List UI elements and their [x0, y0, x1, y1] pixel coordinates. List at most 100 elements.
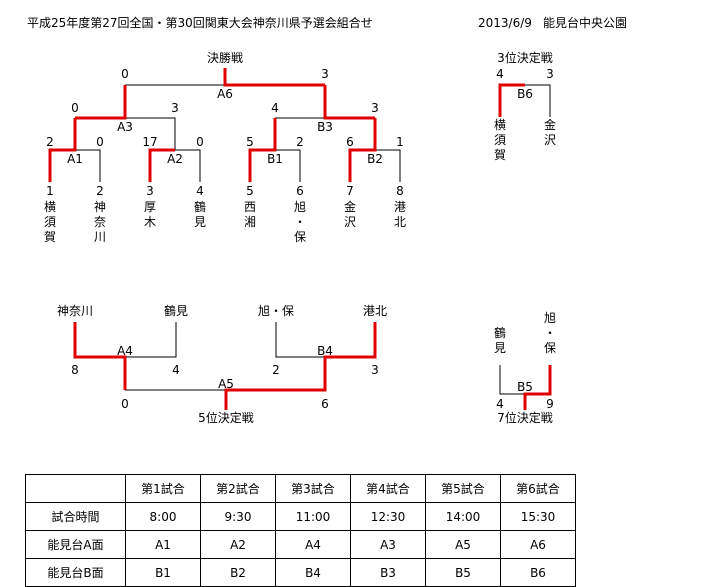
winner-line	[248, 118, 277, 182]
table-header: 第4試合	[350, 474, 426, 503]
score: 17	[142, 135, 158, 149]
table-cell: B3	[350, 558, 426, 587]
game-label: B1	[267, 152, 283, 166]
score: 4	[271, 101, 279, 115]
table-cell: B4	[275, 558, 351, 587]
loser-line	[125, 117, 176, 150]
team-name: 金沢	[343, 200, 356, 229]
table-cell: B6	[500, 558, 576, 587]
winner-line	[75, 85, 127, 120]
table-cell: 12:30	[350, 502, 426, 531]
page-title: 平成25年度第27回全国・第30回関東大会神奈川県予選会組合せ	[27, 16, 373, 30]
table-cell: 15:30	[500, 502, 576, 531]
team-name: 港北	[362, 304, 387, 318]
match-date: 2013/6/9	[478, 16, 532, 30]
team-name: 旭・保	[543, 311, 556, 355]
table-cell	[25, 474, 126, 503]
table-header-row: 第1試合 第2試合 第3試合 第4試合 第5試合 第6試合	[25, 474, 576, 503]
score: 0	[96, 135, 104, 149]
score: 8	[71, 363, 79, 377]
table-cell: 14:00	[425, 502, 501, 531]
score: 2	[46, 135, 54, 149]
winner-line	[224, 322, 377, 410]
score: 6	[321, 397, 329, 411]
score: 4	[496, 397, 504, 411]
score: 4	[496, 67, 504, 81]
team-name: 金沢	[543, 118, 556, 147]
score: 1	[396, 135, 404, 149]
game-label: A3	[117, 120, 133, 134]
table-header: 第6試合	[500, 474, 576, 503]
game-label: B4	[317, 344, 333, 358]
score: 3	[546, 67, 554, 81]
game-label: A1	[67, 152, 83, 166]
score: 0	[71, 101, 79, 115]
third-place-label: 3位決定戦	[497, 51, 553, 65]
game-label: B5	[517, 380, 533, 394]
table-cell: A4	[275, 530, 351, 559]
score: 2	[296, 135, 304, 149]
score: 4	[172, 363, 180, 377]
table-row: 能見台A面 A1 A2 A4 A3 A5 A6	[25, 530, 576, 559]
table-cell: A6	[500, 530, 576, 559]
score: 0	[121, 397, 129, 411]
table-cell: 8:00	[125, 502, 201, 531]
game-label: A2	[167, 152, 183, 166]
seed-number: 6	[296, 184, 304, 198]
score: 3	[371, 363, 379, 377]
score: 3	[371, 101, 379, 115]
team-name: 神奈川	[56, 304, 93, 318]
table-cell: 11:00	[275, 502, 351, 531]
seed-number: 1	[46, 184, 54, 198]
score: 9	[546, 397, 554, 411]
seed-number: 7	[346, 184, 354, 198]
table-header: 第2試合	[200, 474, 276, 503]
winner-line	[348, 118, 377, 182]
loser-line	[499, 365, 525, 395]
team-name: 旭・保	[257, 304, 294, 318]
table-row: 試合時間 8:00 9:30 11:00 12:30 14:00 15:30	[25, 502, 576, 531]
game-label: A5	[218, 377, 234, 391]
team-name: 鶴見	[493, 326, 506, 355]
table-cell: B1	[125, 558, 201, 587]
winner-line	[148, 148, 175, 182]
loser-line	[275, 149, 301, 182]
game-label: A6	[217, 87, 233, 101]
loser-line	[525, 84, 551, 117]
winner-line	[48, 118, 77, 182]
winner-line	[523, 365, 552, 410]
table-header: 第1試合	[125, 474, 201, 503]
loser-line	[75, 149, 101, 182]
table-cell: B2	[200, 558, 276, 587]
score: 5	[246, 135, 254, 149]
schedule-table: 第1試合 第2試合 第3試合 第4試合 第5試合 第6試合 試合時間 8:00 …	[25, 474, 576, 587]
loser-line	[125, 322, 177, 358]
game-label: A4	[117, 344, 133, 358]
team-name: 鶴見	[193, 200, 206, 229]
team-name: 西湘	[243, 200, 256, 229]
seed-number: 8	[396, 184, 404, 198]
winner-line	[498, 83, 525, 117]
venue: 能見台中央公園	[543, 16, 628, 30]
team-name: 神奈川	[93, 200, 106, 244]
table-header: 第5試合	[425, 474, 501, 503]
final-label: 決勝戦	[206, 51, 243, 65]
seed-number: 4	[196, 184, 204, 198]
score: 2	[272, 363, 280, 377]
table-header: 第3試合	[275, 474, 351, 503]
table-cell: A3	[350, 530, 426, 559]
loser-line	[375, 149, 401, 182]
loser-line	[275, 322, 325, 358]
loser-line	[175, 149, 201, 182]
team-name: 旭・保	[293, 200, 306, 244]
seed-number: 5	[246, 184, 254, 198]
table-cell: A2	[200, 530, 276, 559]
table-cell: A5	[425, 530, 501, 559]
team-name: 鶴見	[163, 304, 188, 318]
score: 0	[196, 135, 204, 149]
seed-number: 2	[96, 184, 104, 198]
winner-line	[73, 322, 127, 390]
row-label: 能見台A面	[25, 530, 126, 559]
table-row: 能見台B面 B1 B2 B4 B3 B5 B6	[25, 558, 576, 587]
